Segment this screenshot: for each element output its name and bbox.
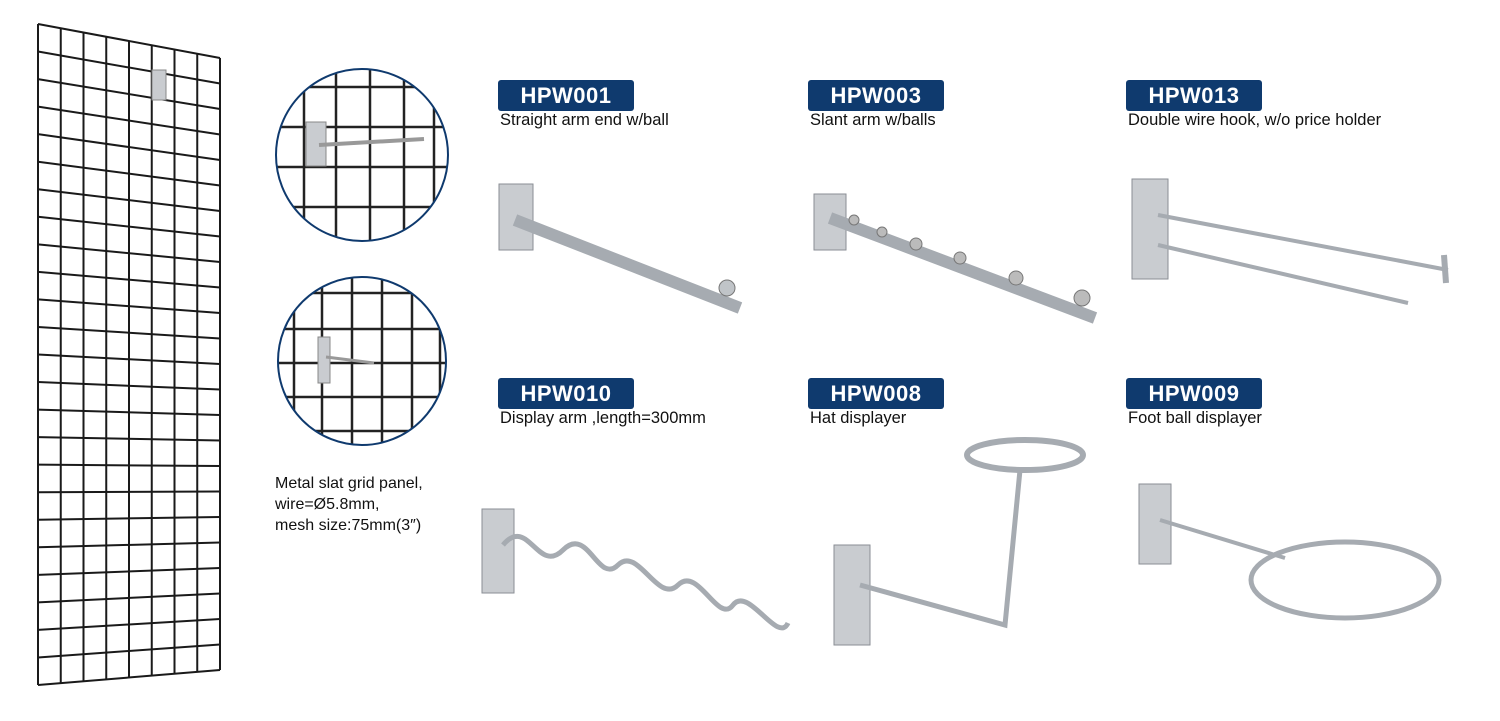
grid-wire — [37, 592, 221, 604]
grid-wire — [37, 78, 221, 110]
grid-wire — [37, 160, 221, 187]
grid-wire — [37, 215, 221, 238]
grid-wire — [37, 105, 221, 136]
grid-wire — [37, 325, 221, 340]
desc-line: wire=Ø5.8mm, — [275, 496, 380, 513]
product-code-badge: HPW008 — [808, 378, 944, 409]
detail-circle-bottom — [277, 276, 447, 446]
product-code-badge: HPW003 — [808, 80, 944, 111]
grid-wire — [37, 381, 221, 391]
grid-wire — [37, 618, 221, 631]
grid-wire — [37, 541, 221, 549]
panel-description: Metal slat grid panel, wire=Ø5.8mm, mesh… — [275, 473, 423, 536]
hook-on-panel — [151, 69, 167, 101]
grid-wire — [37, 643, 221, 659]
grid-panel-image — [37, 23, 221, 686]
wavy-display-arm-image — [481, 508, 791, 631]
grid-wire — [37, 353, 221, 365]
hat-displayer-image — [833, 437, 1086, 646]
product-code-badge: HPW009 — [1126, 378, 1262, 409]
product-code-badge: HPW010 — [498, 378, 634, 409]
double-wire-hook-image — [1131, 178, 1449, 305]
grid-wire — [37, 23, 221, 59]
grid-wire — [37, 270, 221, 289]
grid-wire — [37, 298, 221, 314]
product-name: Double wire hook, w/o price holder — [1128, 111, 1382, 129]
grid-wire — [37, 463, 221, 467]
grid-wire — [37, 188, 221, 212]
grid-wire — [37, 516, 221, 521]
grid-wire — [37, 50, 221, 85]
desc-line: mesh size:75mm(3″) — [275, 517, 422, 534]
product-name: Straight arm end w/ball — [500, 111, 669, 129]
product-code-badge: HPW001 — [498, 80, 634, 111]
grid-wire — [37, 567, 221, 576]
detail-circle-top — [275, 68, 449, 242]
desc-line: Metal slat grid panel, — [275, 475, 423, 492]
grid-wire — [37, 436, 221, 442]
straight-arm-image — [498, 183, 743, 314]
product-name: Slant arm w/balls — [810, 111, 936, 129]
grid-wire — [37, 408, 221, 416]
product-code-badge: HPW013 — [1126, 80, 1262, 111]
product-name: Foot ball displayer — [1128, 409, 1262, 427]
grid-wire — [37, 243, 221, 263]
grid-wire — [37, 669, 221, 686]
slant-arm-image — [813, 193, 1098, 324]
grid-wire — [37, 133, 221, 161]
grid-wire — [37, 490, 221, 494]
football-displayer-image — [1138, 483, 1442, 621]
product-name: Display arm ,length=300mm — [500, 409, 706, 427]
product-name: Hat displayer — [810, 409, 907, 427]
